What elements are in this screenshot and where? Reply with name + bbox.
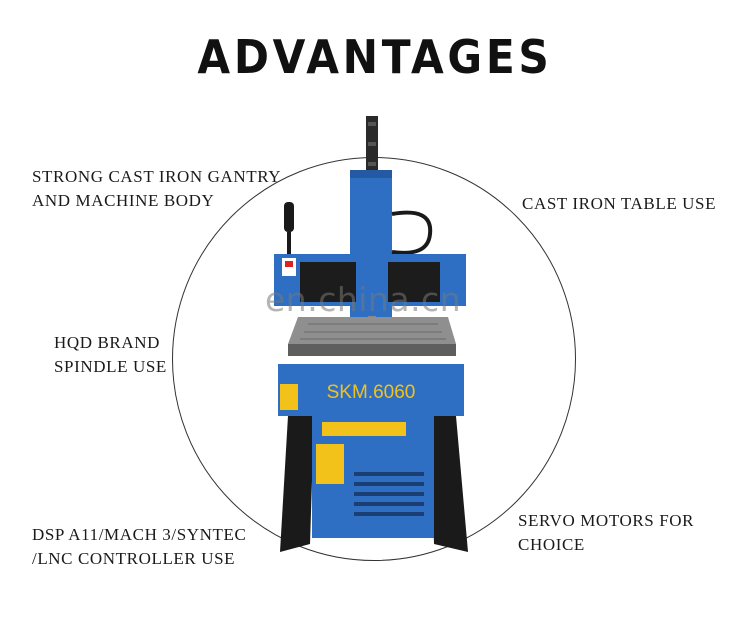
feature-servo-label: SERVO MOTORS FOR CHOICE [518,511,695,554]
spindle [356,252,388,316]
left-leg [280,416,314,552]
model-label: SKM.6060 [327,382,416,403]
machine-cabinet-top [278,364,464,416]
feature-table-label: CAST IRON TABLE USE [522,194,717,213]
page-title: ADVANTAGES [197,30,553,84]
work-lamp [284,202,294,232]
feature-spindle-label: HQD BRAND SPINDLE USE [54,333,167,376]
feature-controller-label: DSP A11/MACH 3/SYNTEC /LNC CONTROLLER US… [32,525,247,568]
cable-loop [391,210,433,255]
cast-iron-table [288,317,456,344]
watermark-text: en.china.cn [265,280,462,319]
feature-gantry-label: STRONG CAST IRON GANTRY AND MACHINE BODY [32,167,282,210]
right-leg [430,416,468,552]
cnc-machine-image: SKM.6060 [274,116,468,552]
